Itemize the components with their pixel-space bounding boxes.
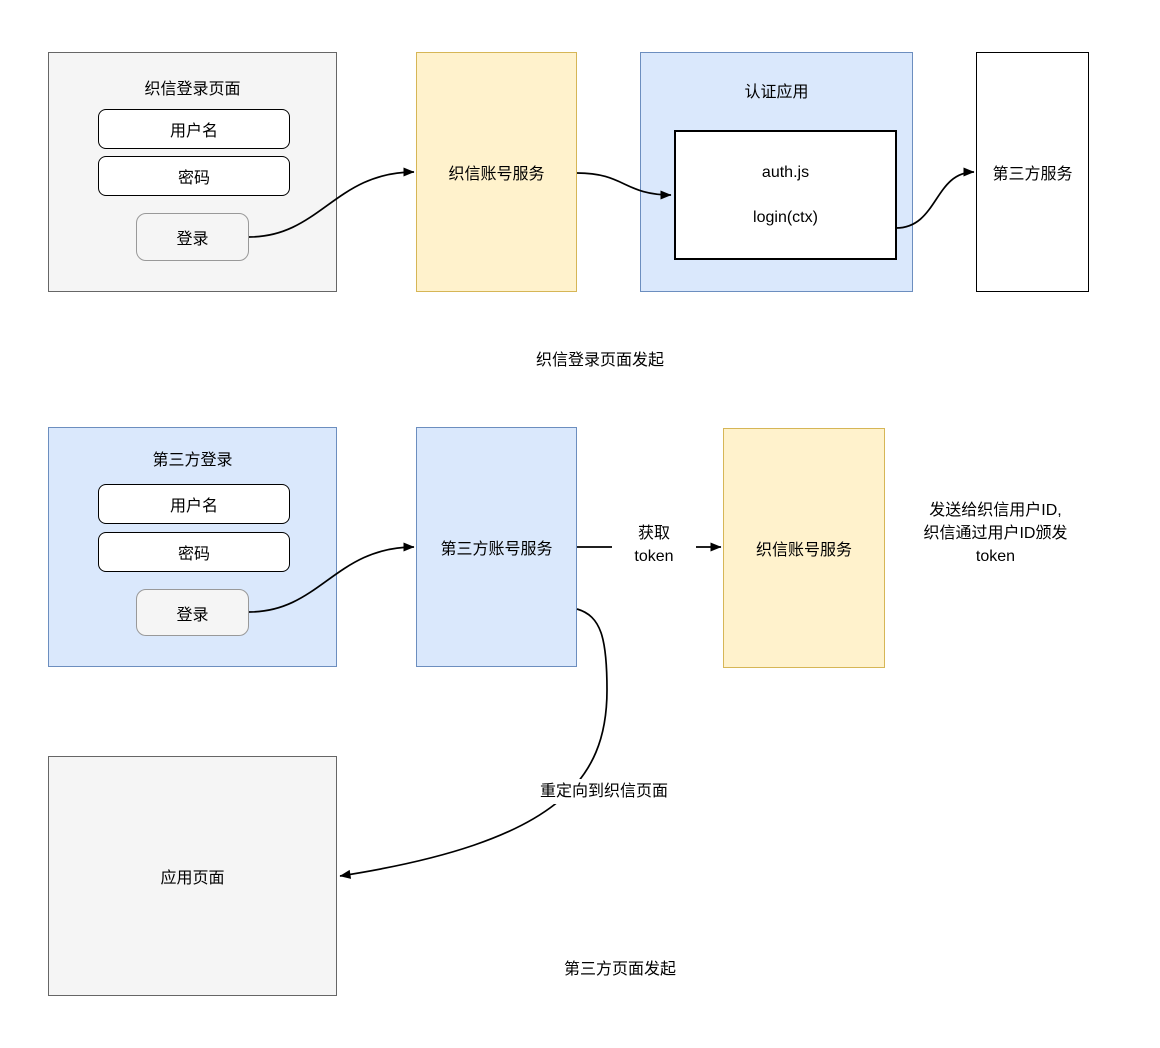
flow2-username-input[interactable]: 用户名 bbox=[98, 484, 290, 524]
flow2-app-page-label: 应用页面 bbox=[160, 870, 225, 887]
flow1-auth-app-title: 认证应用 bbox=[744, 84, 809, 101]
flow1-third-party-service-label: 第三方服务 bbox=[992, 166, 1073, 183]
flow1-login-page-title: 织信登录页面 bbox=[144, 81, 241, 98]
flow1-password-input[interactable]: 密码 bbox=[98, 156, 290, 196]
flow2-caption: 第三方页面发起 bbox=[563, 961, 676, 978]
redirect-edge-label: 重定向到织信页面 bbox=[518, 779, 690, 804]
flow1-caption: 织信登录页面发起 bbox=[535, 352, 664, 369]
flow1-login-page-box: 织信登录页面 用户名 密码 登录 bbox=[48, 52, 337, 292]
flow2-app-page-box: 应用页面 bbox=[48, 756, 337, 996]
flow1-zhixin-account-service-label: 织信账号服务 bbox=[448, 166, 545, 183]
flow2-third-party-account-service-box: 第三方账号服务 bbox=[416, 427, 577, 667]
get-token-edge-label: 获取 token bbox=[612, 521, 696, 569]
flow2-password-input[interactable]: 密码 bbox=[98, 532, 290, 572]
flow1-auth-app-box: 认证应用 auth.js login(ctx) bbox=[640, 52, 913, 292]
flow1-zhixin-account-service-box: 织信账号服务 bbox=[416, 52, 577, 292]
flow1-login-button[interactable]: 登录 bbox=[136, 213, 249, 261]
flow2-login-page-title: 第三方登录 bbox=[152, 452, 233, 469]
flow2-login-button[interactable]: 登录 bbox=[136, 589, 249, 636]
flow1-third-party-service-box: 第三方服务 bbox=[976, 52, 1089, 292]
flow1-login-ctx-text: login(ctx) bbox=[753, 208, 818, 226]
flow2-third-party-account-service-label: 第三方账号服务 bbox=[440, 541, 553, 558]
flow2-zhixin-account-service-box: 织信账号服务 bbox=[723, 428, 885, 668]
flow2-login-page-box: 第三方登录 用户名 密码 登录 bbox=[48, 427, 337, 667]
flow1-auth-js-text: auth.js bbox=[761, 163, 810, 181]
flow2-zhixin-account-service-label: 织信账号服务 bbox=[755, 542, 852, 559]
flow1-username-input[interactable]: 用户名 bbox=[98, 109, 290, 149]
flow2-token-note: 发送给织信用户ID, 织信通过用户ID颁发 token bbox=[923, 502, 1068, 565]
flow1-auth-code-box: auth.js login(ctx) bbox=[674, 130, 897, 260]
